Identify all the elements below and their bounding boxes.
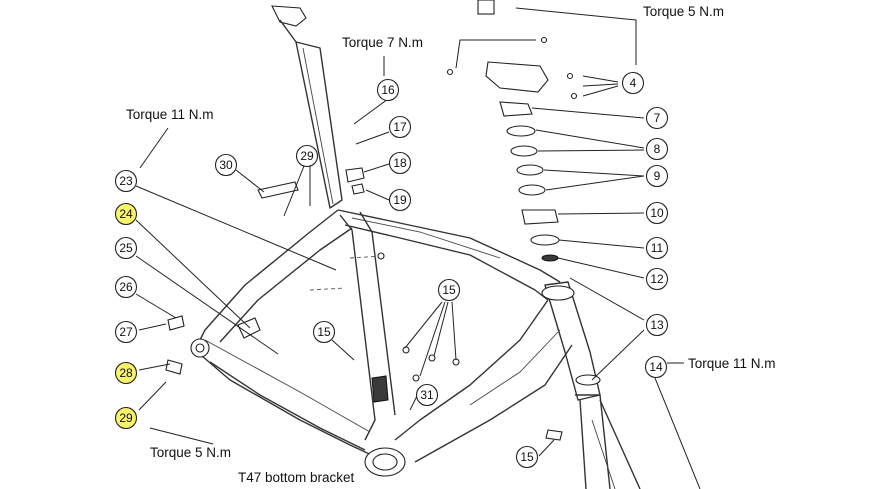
callout-15-bottom: 15	[515, 445, 539, 469]
svg-text:7: 7	[654, 111, 661, 125]
callout-11: 11	[645, 236, 669, 260]
torque-label-frame: Torque 11 N.m	[126, 107, 214, 122]
svg-text:17: 17	[393, 120, 407, 134]
svg-text:18: 18	[393, 156, 407, 170]
torque-label-fork: Torque 11 N.m	[688, 356, 776, 371]
callout-26: 26	[114, 275, 138, 299]
callout-15-left: 15	[312, 320, 336, 344]
svg-text:27: 27	[119, 325, 133, 339]
callout-31: 31	[415, 383, 439, 407]
svg-text:4: 4	[630, 76, 637, 90]
svg-text:15: 15	[317, 325, 331, 339]
callout-10: 10	[645, 201, 669, 225]
svg-text:19: 19	[393, 193, 407, 207]
svg-text:31: 31	[420, 388, 434, 402]
svg-text:13: 13	[650, 318, 664, 332]
callout-23: 23	[114, 169, 138, 193]
svg-text:26: 26	[119, 280, 133, 294]
svg-text:30: 30	[219, 158, 233, 172]
callout-18: 18	[388, 151, 412, 175]
callout-14: 14	[644, 355, 668, 379]
callout-30: 30	[214, 153, 238, 177]
callout-7: 7	[645, 106, 669, 130]
callout-12: 12	[645, 267, 669, 291]
svg-text:9: 9	[654, 169, 661, 183]
svg-text:10: 10	[650, 206, 664, 220]
callout-28: 28	[114, 361, 138, 385]
svg-text:23: 23	[119, 174, 133, 188]
callout-19: 19	[388, 188, 412, 212]
svg-text:12: 12	[650, 272, 664, 286]
leader-lines	[135, 7, 701, 489]
svg-text:25: 25	[119, 241, 133, 255]
callout-29-bottom: 29	[114, 406, 138, 430]
callout-25: 25	[114, 236, 138, 260]
callout-16: 16	[376, 78, 400, 102]
torque-label-seatpost: Torque 7 N.m	[342, 35, 423, 50]
svg-text:8: 8	[654, 142, 661, 156]
svg-text:15: 15	[520, 450, 534, 464]
callout-27: 27	[114, 320, 138, 344]
torque-label-bottom: Torque 5 N.m	[150, 445, 231, 460]
svg-text:29: 29	[300, 149, 314, 163]
callout-9: 9	[645, 164, 669, 188]
svg-text:16: 16	[381, 83, 395, 97]
torque-label-stem: Torque 5 N.m	[643, 4, 724, 19]
bottom-bracket-label: T47 bottom bracket	[238, 470, 355, 485]
svg-text:29: 29	[119, 411, 133, 425]
svg-text:11: 11	[651, 241, 664, 255]
svg-text:14: 14	[649, 360, 663, 374]
svg-text:28: 28	[119, 366, 133, 380]
callout-4: 4	[621, 71, 645, 95]
svg-text:24: 24	[119, 207, 133, 221]
callout-24: 24	[114, 202, 138, 226]
callout-13: 13	[645, 313, 669, 337]
callout-29-top: 29	[295, 144, 319, 168]
bicycle-frame	[165, 0, 641, 489]
callout-8: 8	[645, 137, 669, 161]
svg-text:15: 15	[442, 283, 456, 297]
callout-17: 17	[388, 115, 412, 139]
callout-15-center: 15	[437, 278, 461, 302]
